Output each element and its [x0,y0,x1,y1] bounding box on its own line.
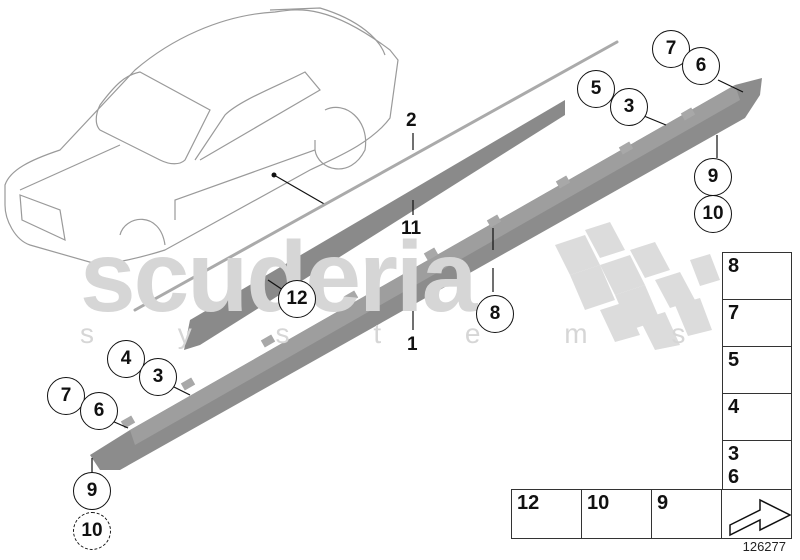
callout-8-mid[interactable]: 8 [476,295,514,333]
legend-cell-7[interactable]: 7 [722,299,792,347]
legend-cell-8[interactable]: 8 [722,252,792,300]
label-part-1[interactable]: 1 [407,334,418,355]
car-outline-icon [4,7,399,266]
callout-7-bottom[interactable]: 7 [47,377,85,415]
legend-cell-12[interactable]: 12 [511,489,582,539]
callout-12[interactable]: 12 [278,280,316,318]
callout-3-top[interactable]: 3 [610,88,648,126]
legend-cell-direction-arrow[interactable] [721,489,792,539]
watermark-checker-flag [555,222,720,350]
legend-cell-9[interactable]: 9 [651,489,722,539]
legend-cell-4[interactable]: 4 [722,393,792,441]
legend-cell-10[interactable]: 10 [581,489,652,539]
callout-10-bottom[interactable]: 10 [73,512,111,550]
part-2-molding [133,40,619,312]
callout-3-bottom[interactable]: 3 [139,358,177,396]
callout-5-top[interactable]: 5 [577,70,615,108]
legend-cell-5[interactable]: 5 [722,346,792,394]
callout-9-bottom[interactable]: 9 [73,472,111,510]
callout-6-bottom[interactable]: 6 [80,392,118,430]
label-part-11[interactable]: 11 [401,218,422,239]
reference-number: 126277 [742,539,786,554]
watermark-systems: s y s t e m s [80,318,724,349]
callout-6-top[interactable]: 6 [682,47,720,85]
legend-cell-3-6[interactable]: 3 6 [722,440,792,490]
watermark-scuderia: scuderia [80,221,477,333]
callout-9-right[interactable]: 9 [694,158,732,196]
callout-4-bottom[interactable]: 4 [107,340,145,378]
label-part-2[interactable]: 2 [406,110,417,131]
callout-10-right[interactable]: 10 [694,195,732,233]
